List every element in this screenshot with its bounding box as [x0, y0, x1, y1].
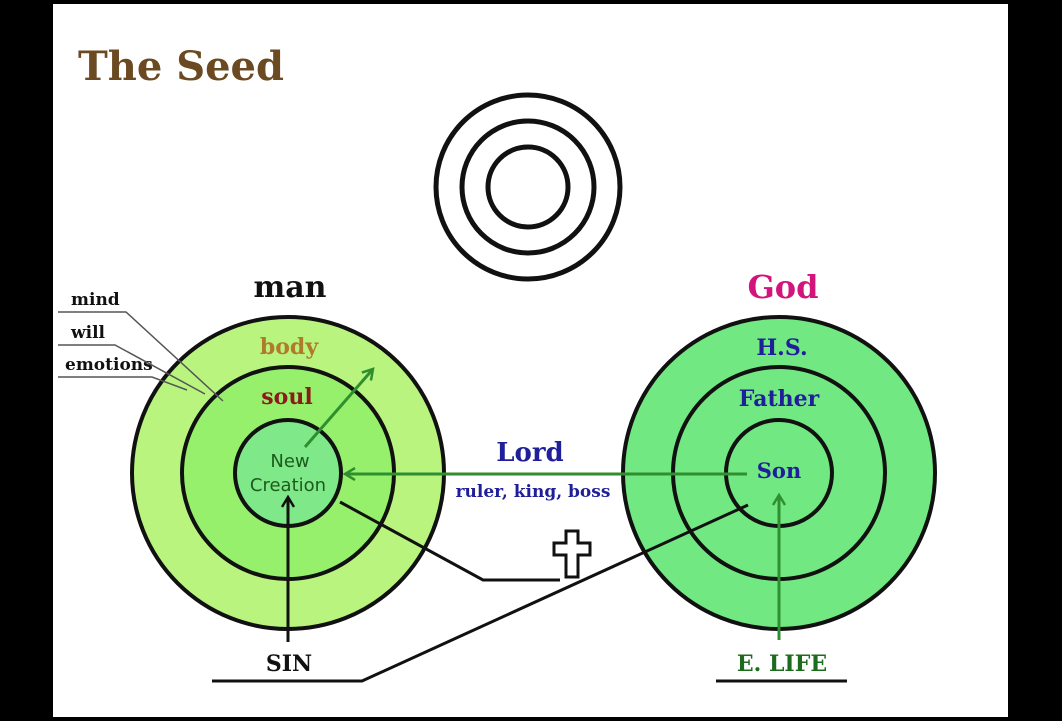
soul-label: soul: [261, 384, 312, 410]
emotions-leader: [58, 376, 188, 391]
mind-leader: [58, 311, 224, 402]
lord-label: Lord: [496, 438, 564, 468]
emotions-label: emotions: [65, 355, 153, 375]
man-label: man: [254, 270, 327, 305]
lord-subtitle: ruler, king, boss: [456, 482, 611, 502]
mind-label: mind: [71, 290, 120, 310]
new-creation-arrow: [303, 369, 373, 448]
father-label: Father: [739, 386, 820, 412]
hs-label: H.S.: [756, 335, 807, 361]
concentric-circles-icon: [433, 92, 623, 282]
elife-label: E. LIFE: [737, 651, 827, 677]
son-label: Son: [757, 458, 801, 483]
cross-icon: [552, 529, 592, 579]
page-title: The Seed: [78, 43, 284, 90]
cross-connector: [339, 500, 560, 582]
new-creation-line1: New: [270, 451, 309, 472]
god-label: God: [747, 268, 818, 306]
sin-label: SIN: [266, 651, 312, 677]
man-circle: [130, 315, 446, 631]
will-leader: [58, 344, 206, 395]
body-label: body: [260, 334, 319, 360]
sin-son-connector: [212, 503, 749, 683]
will-label: will: [70, 323, 106, 343]
new-creation-line2: Creation: [250, 475, 326, 496]
god-circle: [621, 315, 937, 631]
